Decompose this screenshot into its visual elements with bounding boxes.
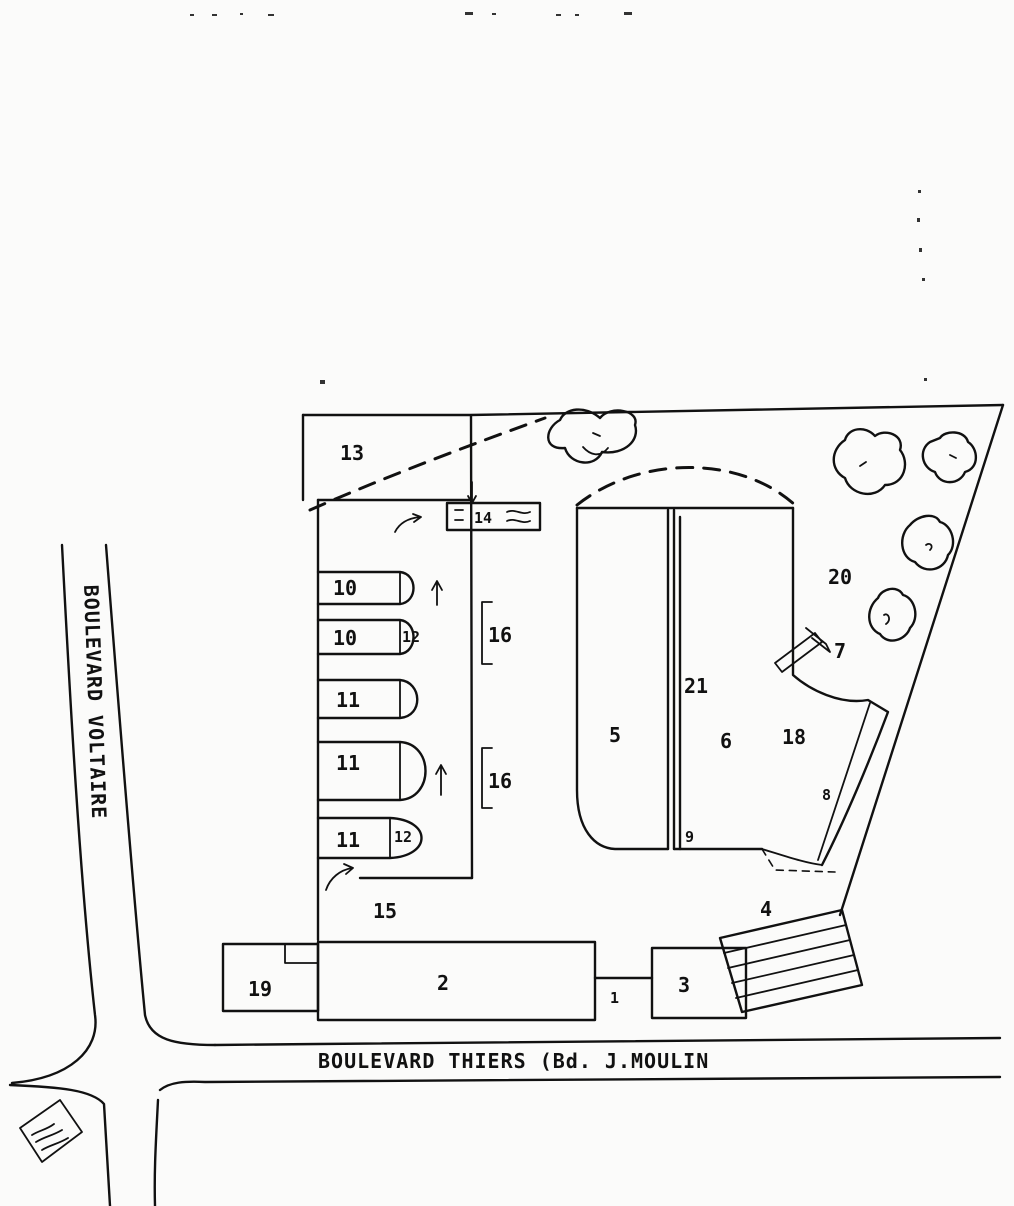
label-14: 14 — [474, 509, 492, 527]
label-15: 15 — [373, 899, 397, 923]
dashed-path-13 — [308, 416, 547, 512]
parking-bays — [316, 570, 427, 860]
label-7: 7 — [834, 639, 846, 663]
label-10: 10 — [333, 626, 357, 650]
label-16: 16 — [488, 769, 512, 793]
element-14 — [445, 481, 542, 532]
tree-icon — [901, 514, 955, 571]
traffic-arrows — [325, 513, 447, 891]
area-labels: 13 14 10 10 12 11 11 11 12 16 16 15 5 21… — [248, 441, 852, 1007]
label-4: 4 — [760, 897, 772, 921]
property-outline — [301, 403, 1005, 942]
element-4 — [718, 908, 864, 1014]
label-9: 9 — [685, 828, 694, 846]
tree-icon — [832, 428, 907, 496]
label-3: 3 — [678, 973, 690, 997]
label-16: 16 — [488, 623, 512, 647]
boulevard-thiers: BOULEVARD THIERS (Bd. J.MOULIN — [8, 1036, 1002, 1206]
label-13: 13 — [340, 441, 364, 465]
label-21: 21 — [684, 674, 708, 698]
label-6: 6 — [720, 729, 732, 753]
label-11: 11 — [336, 828, 360, 852]
brackets-16 — [481, 601, 493, 809]
label-2: 2 — [437, 971, 449, 995]
label-12: 12 — [402, 628, 420, 646]
label-1: 1 — [610, 989, 619, 1007]
label-12: 12 — [394, 828, 412, 846]
boulevard-voltaire: BOULEVARD VOLTAIRE — [10, 543, 217, 1085]
building-5-6 — [575, 466, 890, 873]
label-20: 20 — [828, 565, 852, 589]
street-label-voltaire: BOULEVARD VOLTAIRE — [79, 584, 111, 819]
street-label-thiers: BOULEVARD THIERS (Bd. J.MOULIN — [318, 1049, 709, 1073]
label-19: 19 — [248, 977, 272, 1001]
label-11: 11 — [336, 751, 360, 775]
trees — [547, 408, 978, 642]
label-10: 10 — [333, 576, 357, 600]
label-8: 8 — [822, 786, 831, 804]
scan-specks — [190, 12, 927, 384]
element-7 — [774, 627, 831, 673]
corner-sign-symbol — [19, 1099, 83, 1163]
tree-icon — [868, 587, 917, 642]
tree-icon — [921, 431, 978, 484]
label-11: 11 — [336, 688, 360, 712]
front-buildings — [221, 940, 748, 1022]
tree-icon — [547, 408, 638, 464]
dashed-arc-roof — [575, 466, 797, 507]
label-5: 5 — [609, 723, 621, 747]
label-18: 18 — [782, 725, 806, 749]
